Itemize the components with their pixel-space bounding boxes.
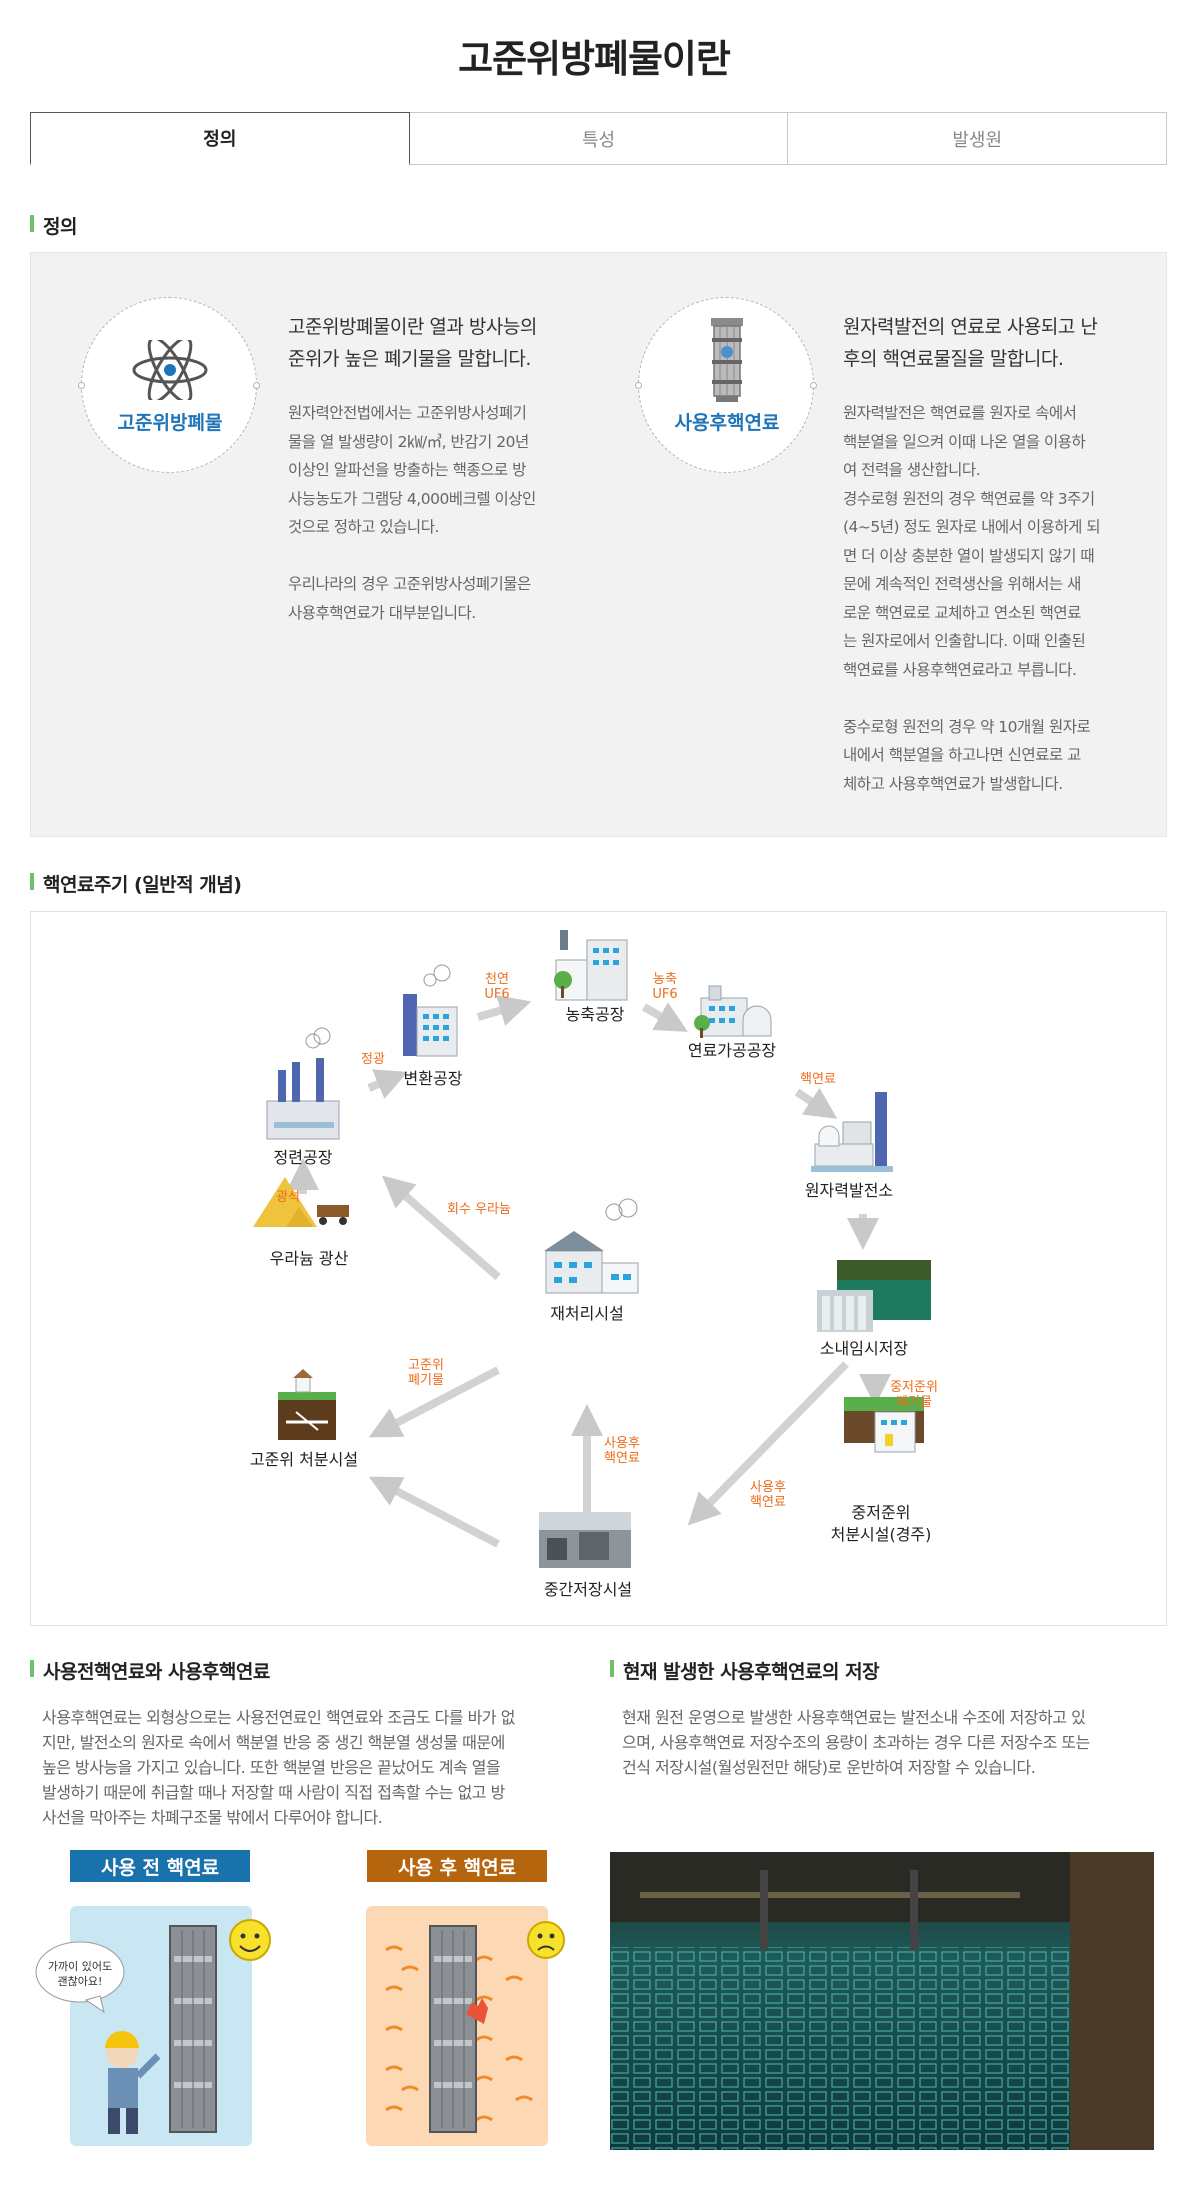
conversion-plant-illustration (403, 964, 458, 1057)
node-fabrication: 연료가공공장 (687, 1041, 777, 1060)
cycle-graphics (253, 930, 931, 1568)
cycle-heading: 핵연료주기 (일반적 개념) (30, 870, 242, 897)
compare-text: 사용후핵연료는 외형상으로는 사용전연료인 핵연료와 조금도 다를 바가 없 지… (42, 1708, 515, 1827)
atom-icon (132, 340, 208, 400)
storage-heading: 현재 발생한 사용후핵연료의 저장 (610, 1657, 880, 1684)
speech-bubble-text: 가까이 있어도 괜찮아요! (47, 1960, 113, 1988)
before-fuel-banner: 사용 전 핵연료 (70, 1850, 250, 1882)
flow-fuel: 핵연료 (800, 1072, 836, 1087)
spent-fuel-pool-photo (610, 1852, 1154, 2150)
node-enrichment: 농축공장 (565, 1005, 625, 1024)
lilw-disposal-illustration (844, 1397, 924, 1453)
interim-storage-photo (539, 1512, 631, 1568)
fuel-assembly-icon (711, 318, 743, 402)
reprocessing-facility-illustration (544, 1198, 639, 1294)
spent-fuel-lead: 원자력발전의 연료로 사용되고 난 후의 핵연료물질을 말합니다. (843, 316, 1098, 370)
fuel-cycle-diagram: 우라늄 광산 정련공장 변환공장 농축공장 연료가공공장 원자력발전소 소내임시… (30, 911, 1167, 1626)
hlw-badge-label: 고준위방폐물 (117, 412, 223, 434)
node-lilw-disposal: 중저준위 처분시설(경주) (830, 1503, 932, 1544)
arrow-interim-disposal (368, 1476, 500, 1548)
arrow-hlw (368, 1366, 500, 1438)
worried-face-icon (527, 1921, 565, 1959)
node-hlw-disposal: 고준위 처분시설 (249, 1450, 359, 1469)
page-title: 고준위방폐물이란 (458, 37, 731, 81)
hlw-lead: 고준위방폐물이란 열과 방사능의 준위가 높은 폐기물을 말합니다. (288, 316, 537, 370)
hlw-body: 원자력안전법에서는 고준위방사성폐기 물을 열 발생량이 2㎾/㎥, 반감기 2… (288, 404, 536, 622)
flow-yellowcake: 정광 (361, 1052, 385, 1067)
uranium-mine-illustration (253, 1177, 349, 1227)
after-fuel-illustration (385, 1921, 565, 2133)
nuclear-plant-illustration (811, 1092, 893, 1172)
after-fuel-banner: 사용 후 핵연료 (367, 1850, 547, 1882)
spent-fuel-body: 원자력발전은 핵연료를 원자로 속에서 핵분열을 일으켜 이때 나온 열을 이용… (843, 404, 1101, 793)
compare-heading: 사용전핵연료와 사용후핵연료 (30, 1657, 270, 1684)
node-interim-storage: 중간저장시설 (543, 1580, 633, 1599)
arrow-enriched-uf6 (642, 1002, 688, 1032)
flow-recovered-uranium: 회수 우라늄 (447, 1202, 511, 1217)
hand-icon (466, 1998, 488, 2024)
node-conversion: 변환공장 (403, 1069, 463, 1088)
hlw-badge: 고준위방폐물 (78, 297, 260, 473)
arrow-recovered-u (381, 1175, 501, 1281)
onsite-storage-photo (817, 1260, 931, 1332)
enrichment-plant-illustration (554, 930, 628, 1001)
tab-definition[interactable]: 정의 (30, 112, 410, 166)
before-fuel-illustration (35, 1919, 271, 2134)
spent-fuel-badge-label: 사용후핵연료 (674, 412, 780, 434)
definition-heading: 정의 (30, 212, 77, 239)
spent-fuel-badge: 사용후핵연료 (635, 297, 817, 473)
tab-bar: 정의 특성 발생원 (30, 112, 1167, 166)
hlw-disposal-illustration (278, 1369, 336, 1440)
node-uranium-mine: 우라늄 광산 (269, 1249, 349, 1268)
arrow-to-interim (687, 1361, 849, 1526)
node-reprocessing: 재처리시설 (550, 1304, 624, 1323)
speech-bubble (35, 1941, 125, 2003)
arrow-natural-uf6 (476, 995, 532, 1026)
arrow-fuel (794, 1087, 838, 1119)
fabrication-plant-illustration (694, 985, 772, 1038)
refinery-illustration (266, 1027, 340, 1140)
flow-ore: 광석 (276, 1190, 300, 1205)
happy-face-icon (229, 1919, 271, 1961)
tab-characteristics[interactable]: 특성 (409, 113, 789, 164)
tab-sources[interactable]: 발생원 (788, 113, 1167, 164)
arrow-yellowcake (367, 1069, 408, 1099)
node-onsite-storage: 소내임시저장 (819, 1339, 909, 1358)
node-refinery: 정련공장 (273, 1148, 333, 1167)
storage-text: 현재 원전 운영으로 발생한 사용후핵연료는 발전소내 수조에 저장하고 있 으… (622, 1708, 1090, 1777)
definition-panel: 고준위방폐물 고준위방폐물이란 열과 방사능의 준위가 높은 폐기물을 말합니다… (30, 252, 1167, 837)
node-nuclear-plant: 원자력발전소 (804, 1181, 894, 1200)
